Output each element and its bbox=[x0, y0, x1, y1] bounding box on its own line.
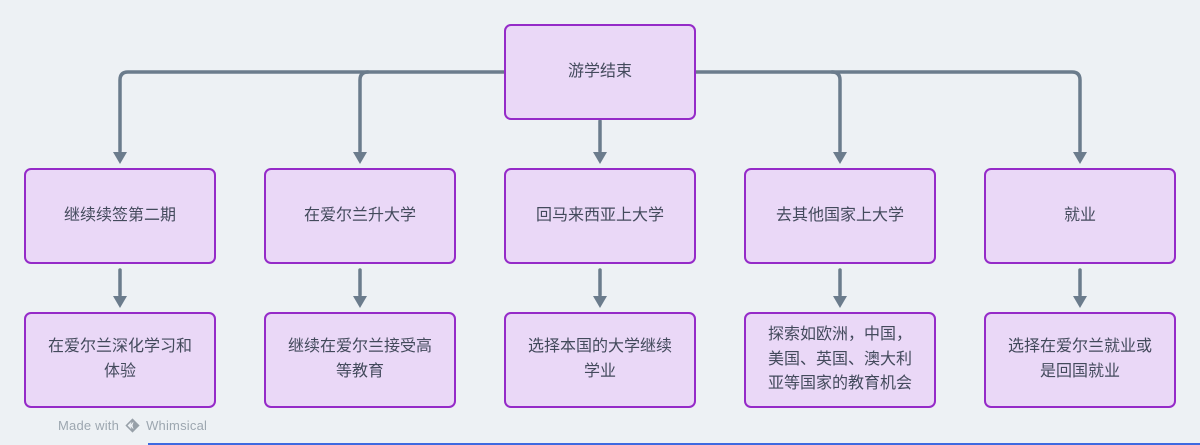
whimsical-diamond-logo-icon bbox=[124, 417, 141, 434]
node-option-1[interactable]: 继续续签第二期 bbox=[24, 168, 216, 264]
node-option-4[interactable]: 去其他国家上大学 bbox=[744, 168, 936, 264]
node-outcome-3-label: 选择本国的大学继续学业 bbox=[527, 338, 672, 380]
node-outcome-2[interactable]: 继续在爱尔兰接受高等教育 bbox=[264, 312, 456, 408]
node-outcome-2-label: 继续在爱尔兰接受高等教育 bbox=[287, 338, 432, 380]
node-outcome-5-label: 选择在爱尔兰就业或是回国就业 bbox=[1007, 338, 1152, 380]
node-outcome-5[interactable]: 选择在爱尔兰就业或是回国就业 bbox=[984, 312, 1176, 408]
node-option-2-label: 在爱尔兰升大学 bbox=[303, 206, 416, 224]
node-option-2[interactable]: 在爱尔兰升大学 bbox=[264, 168, 456, 264]
node-option-3-label: 回马来西亚上大学 bbox=[535, 206, 664, 224]
node-option-3[interactable]: 回马来西亚上大学 bbox=[504, 168, 696, 264]
node-option-1-label: 继续续签第二期 bbox=[63, 206, 176, 224]
node-option-4-label: 去其他国家上大学 bbox=[775, 206, 904, 224]
made-with-whimsical-link[interactable]: Made with Whimsical bbox=[58, 417, 207, 434]
bottom-accent-line bbox=[148, 443, 1200, 445]
node-outcome-4-label: 探索如欧洲，中国，美国、英国、澳大利亚等国家的教育机会 bbox=[767, 325, 912, 393]
node-root[interactable]: 游学结束 bbox=[504, 24, 696, 120]
node-outcome-1[interactable]: 在爱尔兰深化学习和体验 bbox=[24, 312, 216, 408]
node-option-5-label: 就业 bbox=[1063, 206, 1096, 224]
watermark-prefix: Made with bbox=[58, 418, 120, 433]
edge-root-to-option-2 bbox=[358, 70, 370, 153]
edge-root-to-option-5 bbox=[694, 70, 1082, 153]
edge-root-to-option-1 bbox=[118, 70, 506, 153]
node-option-5[interactable]: 就业 bbox=[984, 168, 1176, 264]
node-root-label: 游学结束 bbox=[567, 62, 632, 80]
node-outcome-3[interactable]: 选择本国的大学继续学业 bbox=[504, 312, 696, 408]
node-outcome-4[interactable]: 探索如欧洲，中国，美国、英国、澳大利亚等国家的教育机会 bbox=[744, 312, 936, 408]
node-outcome-1-label: 在爱尔兰深化学习和体验 bbox=[47, 338, 192, 380]
edge-root-to-option-4 bbox=[830, 70, 842, 153]
watermark-brand: Whimsical bbox=[146, 418, 208, 433]
